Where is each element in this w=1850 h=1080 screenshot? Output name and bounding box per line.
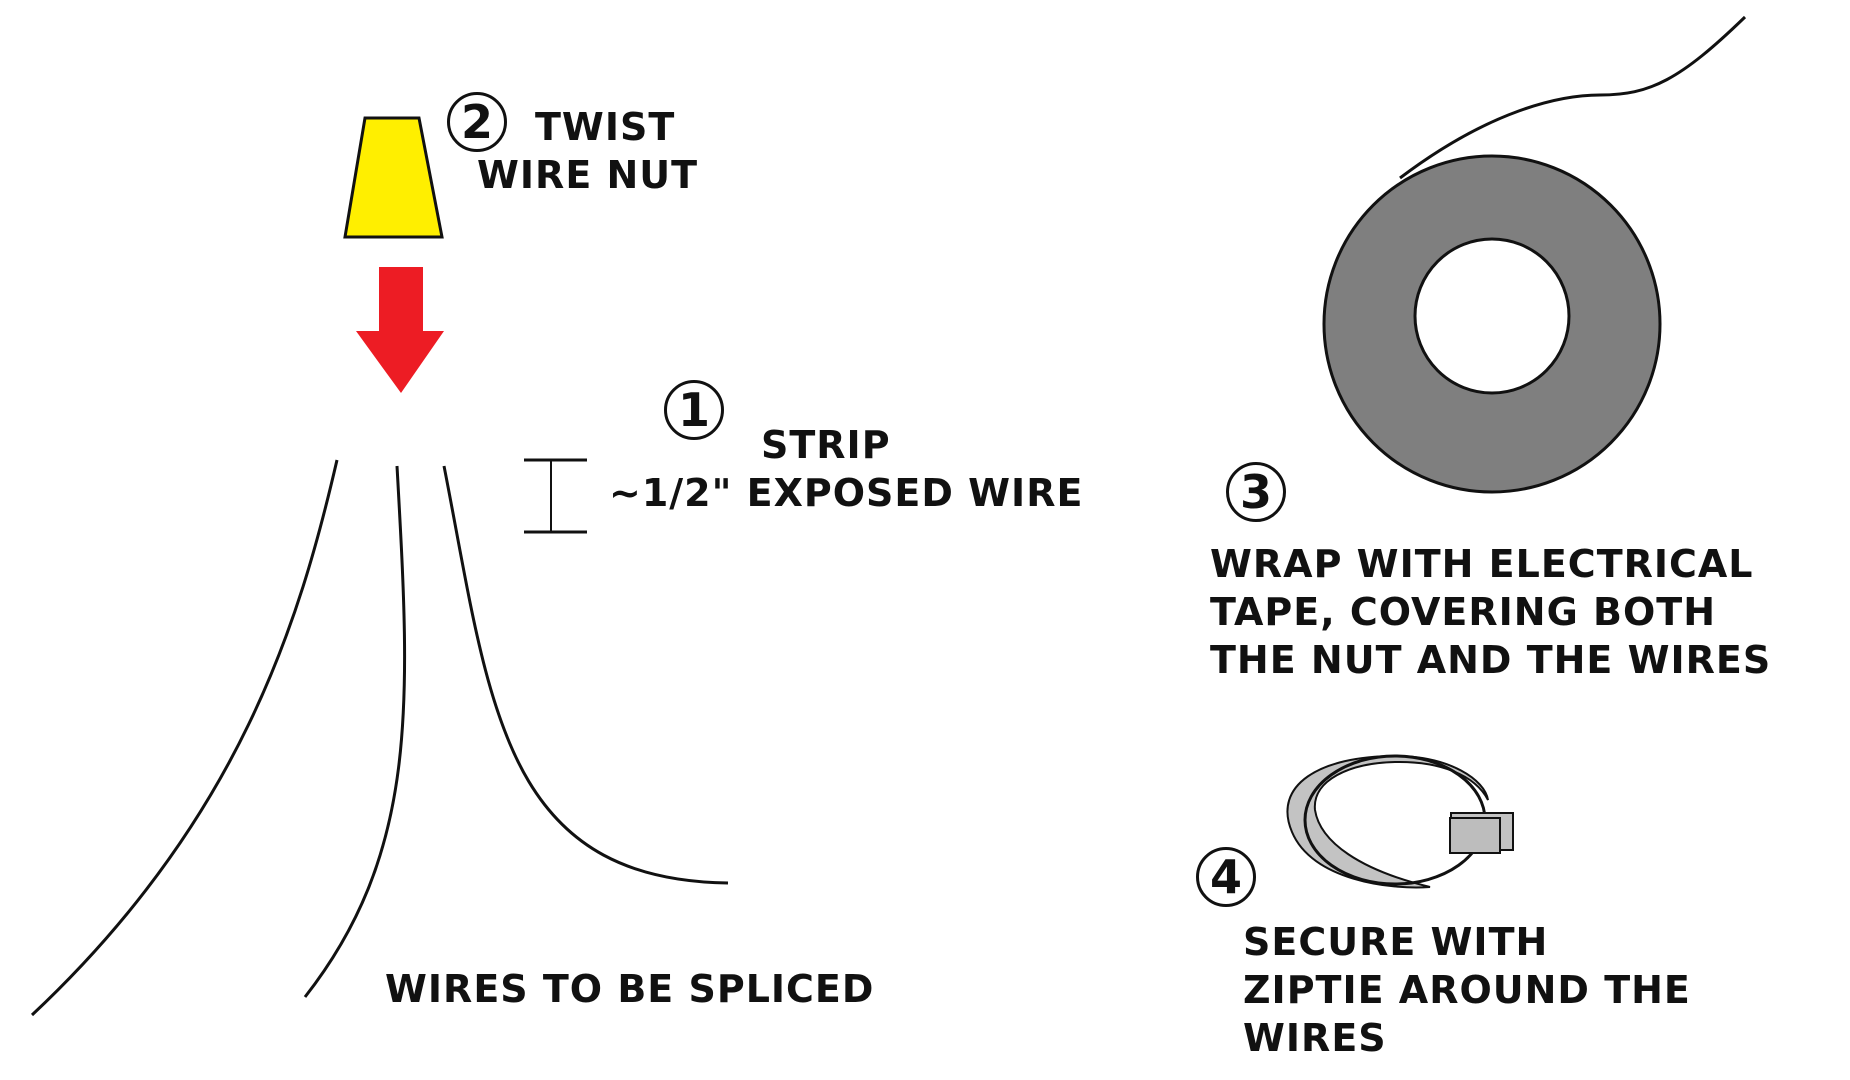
step-1-line-2: ~1/2" EXPOSED WIRE <box>609 471 1084 515</box>
step-4-line-2: ZIPTIE AROUND THE <box>1243 968 1691 1012</box>
step-3-label: WRAP WITH ELECTRICAL TAPE, COVERING BOTH… <box>1210 540 1771 684</box>
step-2-line-1: TWIST <box>535 105 676 149</box>
electrical-tape-roll <box>1322 15 1747 494</box>
step-2-label: TWIST WIRE NUT <box>477 103 698 199</box>
ziptie <box>1286 754 1514 889</box>
step-4-line-3: WIRES <box>1243 1016 1387 1060</box>
step-4-label: SECURE WITH ZIPTIE AROUND THE WIRES <box>1243 918 1691 1062</box>
step-4-number: 4 <box>1196 847 1256 907</box>
down-arrow-icon <box>356 267 444 393</box>
wires-label: WIRES TO BE SPLICED <box>385 967 875 1011</box>
wire-nut <box>343 116 444 239</box>
strip-length-indicator <box>524 458 587 534</box>
step-4-line-1: SECURE WITH <box>1243 920 1549 964</box>
step-3-number: 3 <box>1226 462 1286 522</box>
step-1-line-1: STRIP <box>761 423 891 467</box>
step-2-number: 2 <box>447 92 507 152</box>
wire-middle <box>303 465 407 998</box>
step-3-line-2: TAPE, COVERING BOTH <box>1210 590 1717 634</box>
step-2-line-2: WIRE NUT <box>477 153 699 197</box>
step-3-line-1: WRAP WITH ELECTRICAL <box>1210 542 1754 586</box>
step-1-label: STRIP ~1/2" EXPOSED WIRE <box>609 421 1083 517</box>
step-3-line-3: THE NUT AND THE WIRES <box>1210 638 1772 682</box>
wire-right <box>442 465 729 885</box>
wire-left <box>30 459 339 1017</box>
step-1-number: 1 <box>664 380 724 440</box>
